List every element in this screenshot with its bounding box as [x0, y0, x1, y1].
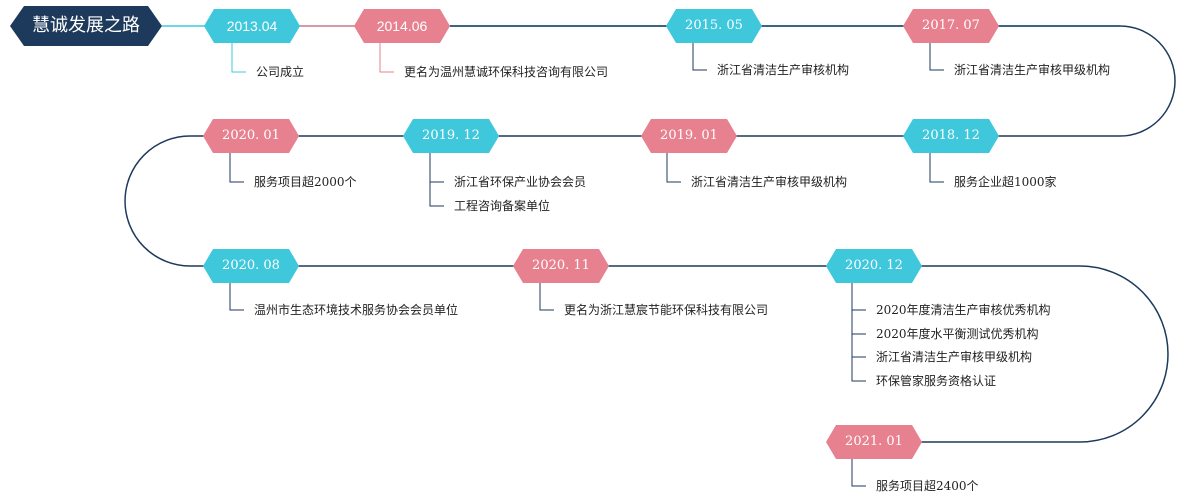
milestone-2020-01-badge: 2020. 01: [203, 119, 299, 153]
milestone-2020-12-badge: 2020. 12: [826, 249, 922, 283]
milestone-2020-12-item-1: 2020年度清洁生产审核优秀机构: [876, 303, 1051, 317]
milestone-2019-01-badge: 2019. 01: [641, 119, 737, 153]
milestone-2019-12-item-2: 工程咨询备案单位: [454, 199, 551, 213]
milestone-2018-12-badge: 2018. 12: [903, 119, 999, 153]
page-title: 慧诚发展之路: [10, 6, 162, 46]
milestone-2019-01-item: 浙江省清洁生产审核甲级机构: [691, 175, 848, 189]
milestone-2020-01-item: 服务项目超2000个: [254, 175, 357, 189]
milestone-2019-12-badge: 2019. 12: [403, 119, 499, 153]
milestone-2015-05-item: 浙江省清洁生产审核机构: [717, 63, 850, 77]
milestone-2015-05-badge: 2015. 05: [666, 9, 762, 43]
milestone-2013-04-badge: 2013.04: [204, 9, 300, 43]
milestone-2021-01-item: 服务项目超2400个: [876, 479, 979, 493]
milestone-2014-06-item: 更名为温州慧诚环保科技咨询有限公司: [404, 65, 609, 79]
milestone-2020-11-item: 更名为浙江慧宸节能环保科技有限公司: [564, 303, 769, 317]
milestone-2020-12-item-3: 浙江省清洁生产审核甲级机构: [876, 350, 1033, 364]
milestone-2017-07-item: 浙江省清洁生产审核甲级机构: [954, 63, 1111, 77]
milestone-2018-12-item: 服务企业超1000家: [954, 175, 1057, 189]
milestone-2020-08-badge: 2020. 08: [203, 249, 299, 283]
milestone-2013-04-item: 公司成立: [256, 65, 305, 79]
milestone-2020-12-item-4: 环保管家服务资格认证: [876, 374, 997, 388]
milestone-2014-06-badge: 2014.06: [354, 9, 450, 43]
milestone-2020-12-item-2: 2020年度水平衡测试优秀机构: [876, 327, 1039, 341]
milestone-2020-08-item: 温州市生态环境技术服务协会会员单位: [254, 303, 459, 317]
milestone-2017-07-badge: 2017. 07: [903, 9, 999, 43]
milestone-2021-01-badge: 2021. 01: [826, 425, 922, 459]
milestone-2019-12-item-1: 浙江省环保产业协会会员: [454, 175, 587, 189]
milestone-2020-11-badge: 2020. 11: [513, 249, 609, 283]
